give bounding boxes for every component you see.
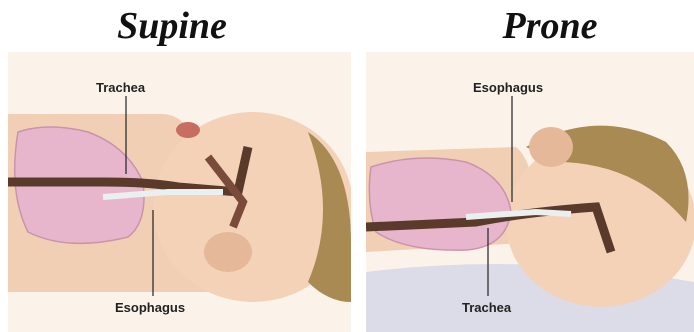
prone-trachea-label: Trachea (462, 300, 511, 315)
supine-illustration (8, 52, 351, 332)
prone-ear (529, 127, 573, 167)
supine-trachea-label: Trachea (96, 80, 145, 95)
supine-esophagus-label: Esophagus (115, 300, 185, 315)
supine-panel: Trachea Esophagus (8, 52, 351, 332)
supine-ear (204, 232, 252, 272)
supine-title: Supine (22, 4, 322, 48)
supine-mouth (176, 122, 200, 138)
prone-panel: Esophagus Trachea (366, 52, 694, 332)
prone-title: Prone (400, 4, 694, 48)
prone-esophagus-label: Esophagus (473, 80, 543, 95)
